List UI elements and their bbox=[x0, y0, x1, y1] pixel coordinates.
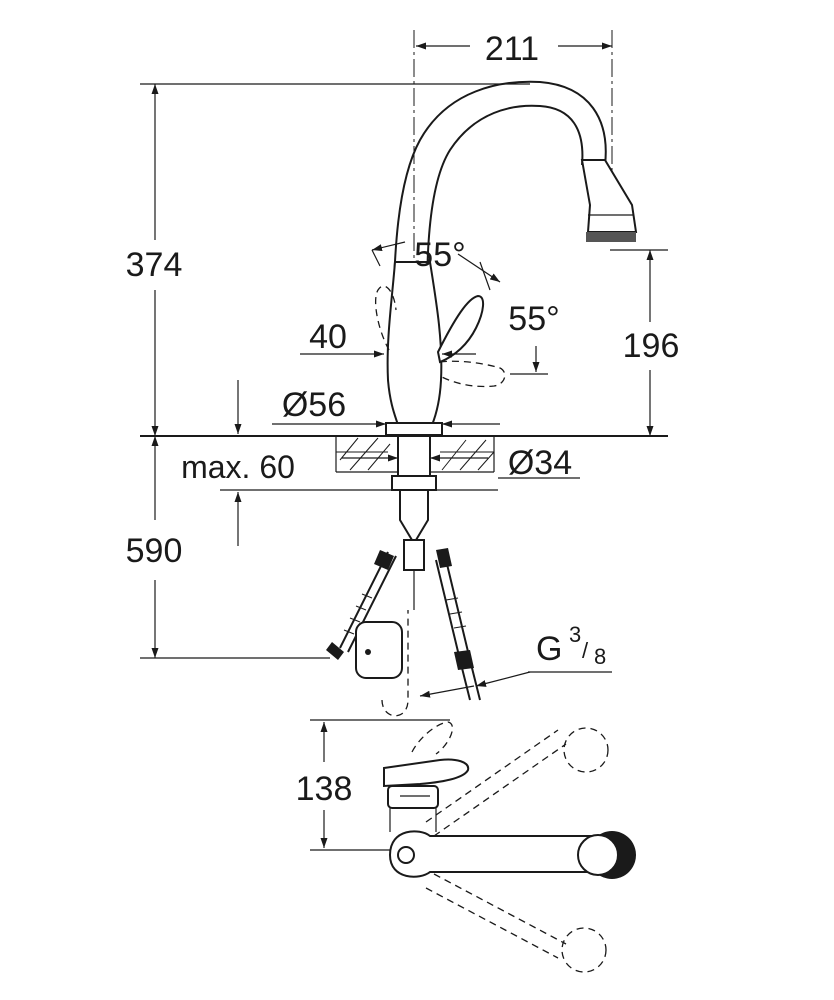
label-thread: G 3 / 8 bbox=[536, 622, 606, 669]
lever bbox=[436, 294, 484, 364]
label-thread-den: 8 bbox=[594, 644, 606, 669]
dimension-labels: 211 374 196 55° 55° 40 Ø56 Ø34 max. 60 5… bbox=[126, 30, 680, 808]
hose-right bbox=[435, 548, 481, 701]
label-thread-g: G bbox=[536, 630, 562, 668]
faucet-body bbox=[386, 261, 443, 426]
label-196: 196 bbox=[623, 327, 680, 365]
label-thread-num: 3 bbox=[569, 622, 581, 647]
label-o56: Ø56 bbox=[282, 386, 346, 424]
label-max60: max. 60 bbox=[181, 449, 295, 485]
dimension-lines bbox=[140, 42, 668, 698]
spout bbox=[392, 80, 607, 346]
label-thread-slash: / bbox=[582, 638, 589, 663]
faucet-side-view bbox=[140, 30, 668, 717]
label-138: 138 bbox=[296, 770, 353, 808]
label-374: 374 bbox=[126, 246, 183, 284]
label-angle-side: 55° bbox=[508, 300, 559, 338]
label-590: 590 bbox=[126, 532, 183, 570]
spout-top bbox=[388, 830, 601, 878]
label-angle-top: 55° bbox=[414, 236, 465, 274]
spray-head bbox=[580, 159, 638, 233]
faucet-top-view bbox=[310, 719, 636, 973]
label-o34: Ø34 bbox=[508, 444, 572, 482]
label-40: 40 bbox=[309, 318, 347, 356]
base-plate bbox=[385, 422, 443, 436]
label-211: 211 bbox=[485, 30, 539, 68]
lever-top bbox=[383, 758, 470, 788]
hose-weight bbox=[355, 621, 403, 679]
